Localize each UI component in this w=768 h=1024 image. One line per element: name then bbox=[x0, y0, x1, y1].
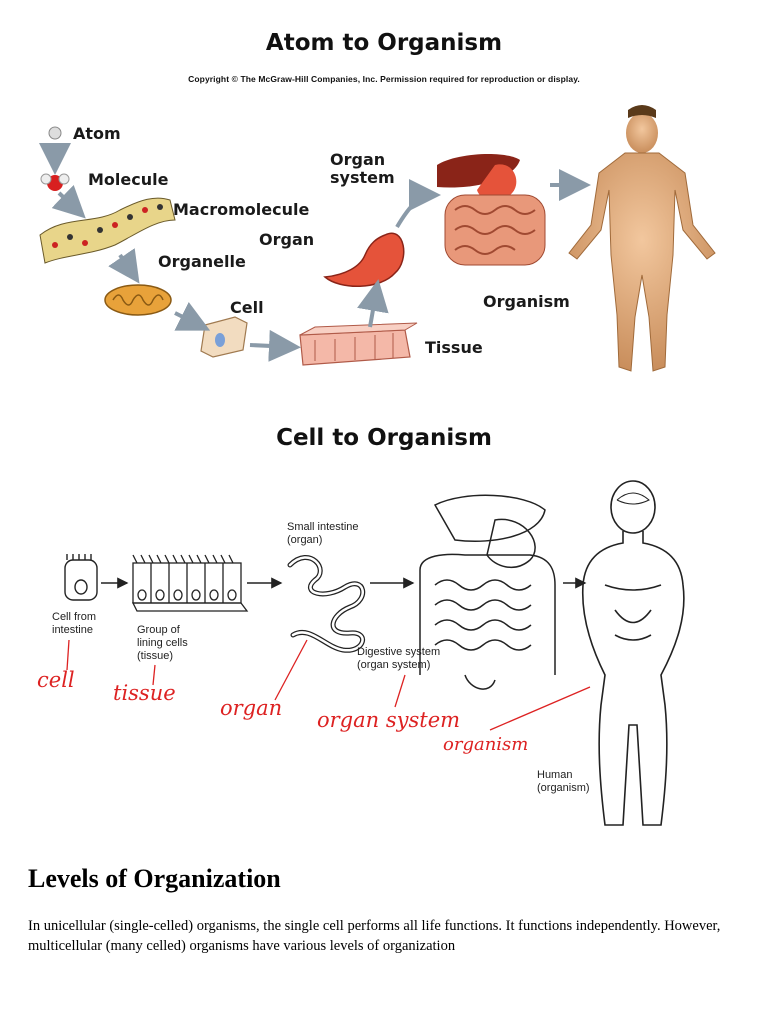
label-cell: Cell bbox=[230, 298, 264, 317]
label-organ-system-parenthetical: (organ system) bbox=[357, 659, 430, 671]
tissue-icon bbox=[299, 322, 418, 366]
figure-title-cell-to-organism: Cell to Organism bbox=[276, 425, 492, 451]
organism-human-icon bbox=[568, 105, 716, 372]
organ-system-digestive-icon bbox=[437, 153, 546, 266]
organelle-mitochondrion-icon bbox=[104, 284, 172, 316]
handwritten-cell: cell bbox=[37, 668, 75, 692]
cell-to-organism-diagram: Cell from intestine Group of lining cell… bbox=[37, 480, 685, 826]
molecule-icon bbox=[40, 173, 70, 191]
label-group-of: Group of bbox=[137, 624, 181, 636]
handwritten-organ: organ bbox=[220, 696, 282, 720]
annotation-pointer-lines bbox=[66, 639, 591, 731]
lining-tissue-drawing bbox=[131, 554, 249, 612]
cell-to-organism-figure: Cell from intestine Group of lining cell… bbox=[25, 475, 745, 840]
label-tissue: Tissue bbox=[425, 338, 483, 357]
label-organ-system-line2: system bbox=[330, 168, 395, 187]
label-lining-cells: lining cells bbox=[137, 637, 188, 649]
single-cell-drawing bbox=[64, 554, 98, 601]
progression-arrows bbox=[39, 143, 591, 362]
label-tissue-parenthetical: (tissue) bbox=[137, 650, 173, 662]
label-macromolecule: Macromolecule bbox=[173, 200, 309, 219]
digestive-system-drawing bbox=[419, 494, 556, 690]
label-human: Human bbox=[537, 769, 572, 781]
label-organ-system-line1: Organ bbox=[330, 150, 385, 169]
copyright-notice: Copyright © The McGraw-Hill Companies, I… bbox=[188, 74, 580, 84]
handwritten-organism: organism bbox=[443, 734, 528, 755]
small-intestine-drawing bbox=[287, 555, 366, 653]
label-cell-from: Cell from bbox=[52, 611, 96, 623]
figure-title-atom-to-organism: Atom to Organism bbox=[265, 30, 503, 56]
label-molecule: Molecule bbox=[88, 170, 169, 189]
label-intestine: intestine bbox=[52, 624, 93, 636]
label-organ-parenthetical: (organ) bbox=[287, 534, 322, 546]
human-organism-drawing bbox=[581, 480, 685, 826]
label-organism: Organism bbox=[483, 292, 570, 311]
atom-to-organism-diagram: Atom Molecule Macromolecule Organelle Ce… bbox=[39, 105, 716, 372]
cell-icon bbox=[200, 316, 248, 358]
macromolecule-icon bbox=[39, 197, 176, 264]
handwritten-organ-system: organ system bbox=[317, 708, 460, 732]
section-heading: Levels of Organization bbox=[28, 864, 281, 893]
label-organelle: Organelle bbox=[158, 252, 246, 271]
organ-stomach-icon bbox=[323, 232, 405, 287]
label-organism-parenthetical: (organism) bbox=[537, 782, 590, 794]
section-paragraph: In unicellular (single-celled) organisms… bbox=[28, 918, 721, 954]
atom-to-organism-figure: Atom Molecule Macromolecule Organelle Ce… bbox=[25, 95, 745, 385]
label-small-intestine: Small intestine bbox=[287, 521, 359, 533]
label-organ: Organ bbox=[259, 230, 314, 249]
handwritten-tissue: tissue bbox=[113, 681, 176, 705]
label-atom: Atom bbox=[73, 124, 121, 143]
label-digestive-system: Digestive system bbox=[357, 646, 440, 658]
atom-icon bbox=[48, 126, 62, 140]
